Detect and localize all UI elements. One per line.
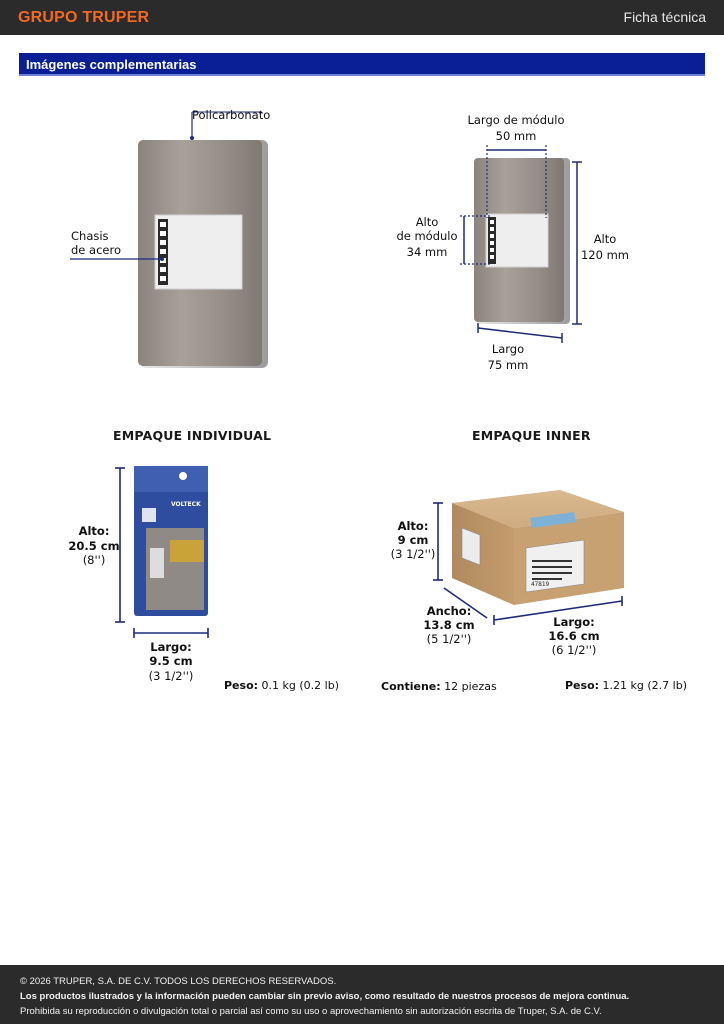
length-value: 75 mm — [487, 358, 529, 372]
plate-opening — [154, 214, 243, 290]
module-width-label: Largo de módulo — [467, 113, 565, 127]
footer-copyright: © 2026 TRUPER, S.A. DE C.V. TODOS LOS DE… — [20, 976, 337, 987]
section-header: Imágenes complementarias — [19, 53, 705, 76]
ind-height-inches: (8'') — [82, 553, 106, 567]
ind-length-inches: (3 1/2'') — [148, 669, 194, 683]
inner-height-inches: (3 1/2'') — [390, 547, 436, 561]
inner-weight: Peso: 1.21 kg (2.7 lb) — [565, 679, 687, 692]
inner-height-value: 9 cm — [397, 533, 429, 547]
page-footer: © 2026 TRUPER, S.A. DE C.V. TODOS LOS DE… — [0, 965, 724, 1024]
material-chassis-line2: de acero — [71, 243, 121, 257]
ind-height-value: 20.5 cm — [68, 539, 120, 553]
inner-length-label: Largo: — [553, 615, 595, 629]
inner-height-label: Alto: — [397, 519, 429, 533]
module-height-label-1: Alto — [415, 215, 439, 229]
individual-package-illustration — [115, 466, 209, 638]
box-code-text: 47819 — [531, 581, 549, 588]
ind-length-label: Largo: — [150, 640, 192, 654]
material-policarbonato: Policarbonato — [192, 108, 271, 122]
wall-plate-illustration — [70, 111, 268, 368]
material-chassis-line1: Chasis — [71, 229, 109, 243]
footer-notice: Los productos ilustrados y la informació… — [20, 991, 630, 1002]
inner-box-illustration — [433, 490, 624, 625]
footer-prohibition: Prohibida su reproducción o divulgación … — [20, 1006, 602, 1017]
ind-length-value: 9.5 cm — [149, 654, 193, 668]
ind-weight: Peso: 0.1 kg (0.2 lb) — [224, 679, 339, 692]
ind-height-label: Alto: — [78, 524, 110, 538]
inner-length-inches: (6 1/2'') — [551, 643, 597, 657]
dimensioned-plate-illustration — [460, 145, 582, 343]
length-label: Largo — [491, 342, 525, 356]
section-title: Imágenes complementarias — [26, 57, 197, 72]
inner-length-value: 16.6 cm — [548, 629, 600, 643]
brand-logo: GRUPO TRUPER — [18, 9, 150, 26]
module-height-value: 34 mm — [406, 245, 448, 259]
inner-contains: Contiene: 12 piezas — [381, 680, 497, 693]
module-height-label-2: de módulo — [396, 229, 458, 243]
module-width-value: 50 mm — [495, 129, 537, 143]
inner-package-heading: EMPAQUE INNER — [472, 428, 591, 443]
pack-brand-text: VOLTECK — [171, 501, 201, 508]
top-header: GRUPO TRUPER Ficha técnica — [0, 0, 724, 35]
height-label: Alto — [593, 232, 617, 246]
inner-width-label: Ancho: — [426, 604, 472, 618]
inner-width-inches: (5 1/2'') — [426, 632, 472, 646]
individual-package-heading: EMPAQUE INDIVIDUAL — [113, 428, 272, 443]
height-value: 120 mm — [580, 248, 629, 262]
document-type: Ficha técnica — [623, 9, 706, 25]
inner-width-value: 13.8 cm — [423, 618, 475, 632]
